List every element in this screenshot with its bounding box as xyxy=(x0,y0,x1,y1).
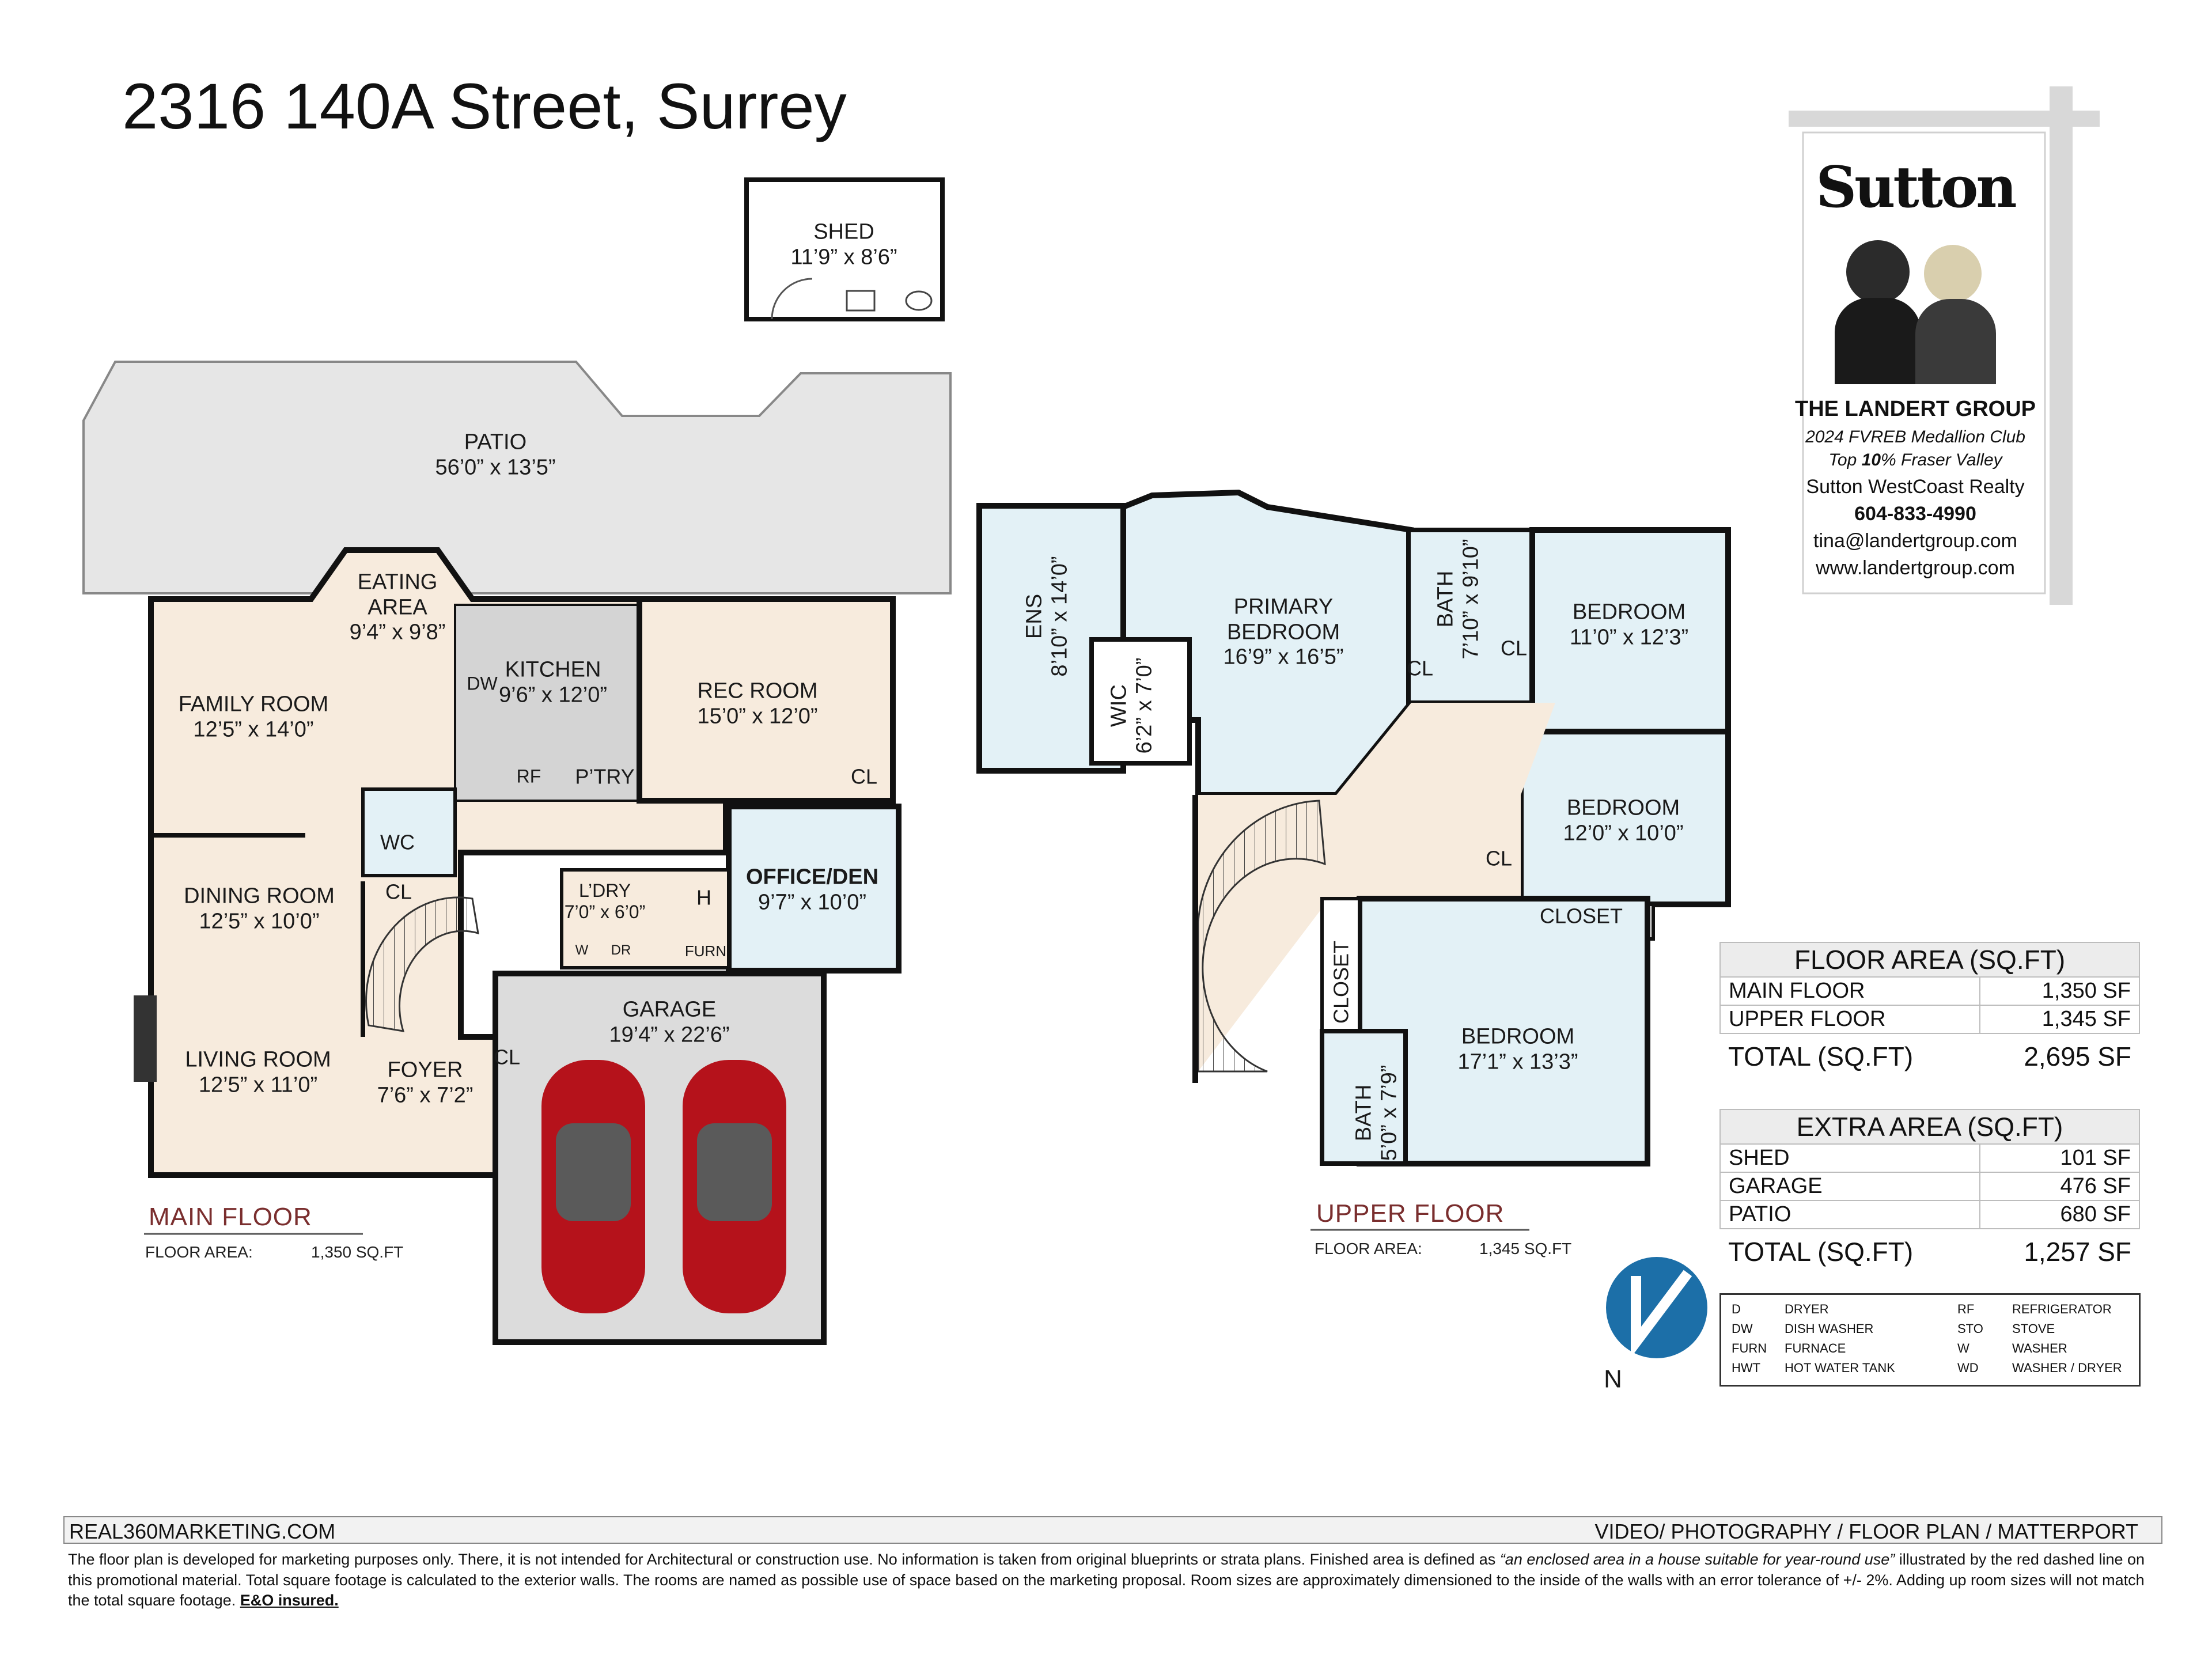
legend-abbr: D xyxy=(1732,1302,1741,1316)
legend-abbr: HWT xyxy=(1732,1361,1761,1375)
main-floor-area-value: 1,350 SQ.FT xyxy=(311,1243,404,1261)
upper-floor-area-label: FLOOR AREA: xyxy=(1315,1240,1422,1257)
footer-bar: REAL360MARKETING.COM VIDEO/ PHOTOGRAPHY … xyxy=(63,1516,2162,1544)
legend-text: FURNACE xyxy=(1785,1341,1846,1355)
label-closet-cl: CL xyxy=(493,1045,521,1069)
legend-text: STOVE xyxy=(2012,1321,2055,1336)
label-rf: RF xyxy=(516,766,541,787)
email-link[interactable]: tina@landertgroup.com xyxy=(1813,530,2017,552)
floor-area-total: TOTAL (SQ.FT)2,695 SF xyxy=(1728,1041,2131,1071)
main-floor-rooms xyxy=(134,547,902,1345)
legend-text: DRYER xyxy=(1785,1302,1829,1316)
abbreviation-legend: D DRYER RF REFRIGERATOR DW DISH WASHER S… xyxy=(1719,1293,2141,1387)
extra-area-total: TOTAL (SQ.FT)1,257 SF xyxy=(1728,1237,2131,1267)
label-closet-cl: CL xyxy=(385,880,412,904)
garage-cars xyxy=(541,1060,786,1313)
label-pantry: P’TRY xyxy=(575,764,635,789)
patio-area xyxy=(82,361,952,594)
shed-outline xyxy=(744,177,945,321)
main-floor-label: MAIN FLOOR xyxy=(149,1203,312,1231)
brokerage-name: Sutton WestCoast Realty xyxy=(1806,476,2025,498)
label-closet: CLOSET xyxy=(1329,940,1353,1024)
disclaimer-text: The floor plan is developed for marketin… xyxy=(68,1551,2145,1609)
legend-text: WASHER / DRYER xyxy=(2012,1361,2122,1375)
award-line: 2024 FVREB Medallion Club xyxy=(1805,427,2025,446)
legend-abbr: DW xyxy=(1732,1321,1753,1336)
upper-floor-label: UPPER FLOOR xyxy=(1316,1199,1505,1228)
label-hot-water: H xyxy=(696,885,711,910)
legend-abbr: W xyxy=(1957,1341,1969,1355)
brand-logo: Sutton xyxy=(1816,154,2017,221)
label-wc: WC xyxy=(380,830,415,854)
label-closet-cl: CL xyxy=(850,764,878,789)
legend-abbr: FURN xyxy=(1732,1341,1767,1355)
compass-icon xyxy=(1606,1257,1707,1358)
floor-area-header: FLOOR AREA (SQ.FT) xyxy=(1719,942,2140,978)
realtor-sign: Sutton THE LANDERT GROUP 2024 FVREB Meda… xyxy=(1791,131,2039,592)
legend-abbr: STO xyxy=(1957,1321,1983,1336)
label-closet-cl: CL xyxy=(1485,846,1513,870)
legend-text: WASHER xyxy=(2012,1341,2067,1355)
compass-north-label: N xyxy=(1604,1365,1622,1393)
label-closet-cl: CL xyxy=(1500,636,1528,660)
legend-text: REFRIGERATOR xyxy=(2012,1302,2112,1316)
website-link[interactable]: www.landertgroup.com xyxy=(1816,557,2015,579)
label-closet-cl: CL xyxy=(1406,656,1434,680)
label-furnace: FURN xyxy=(684,942,727,960)
legend-abbr: RF xyxy=(1957,1302,1975,1316)
label-washer: W xyxy=(575,942,589,959)
ranking-line: Top 10% Fraser Valley xyxy=(1828,450,2002,469)
agents-photo xyxy=(1823,229,2008,384)
phone-number[interactable]: 604-833-4990 xyxy=(1854,503,1976,525)
legend-text: DISH WASHER xyxy=(1785,1321,1874,1336)
legend-abbr: WD xyxy=(1957,1361,1979,1375)
extra-area-header: EXTRA AREA (SQ.FT) xyxy=(1719,1109,2140,1145)
label-closet: CLOSET xyxy=(1539,904,1623,928)
upper-floor-area-value: 1,345 SQ.FT xyxy=(1479,1240,1572,1257)
footer-services: VIDEO/ PHOTOGRAPHY / FLOOR PLAN / MATTER… xyxy=(1594,1520,2138,1543)
group-name: THE LANDERT GROUP xyxy=(1795,397,2036,421)
main-floor-area-label: FLOOR AREA: xyxy=(145,1243,253,1261)
property-address-title: 2316 140A Street, Surrey xyxy=(122,70,847,142)
label-dryer: DR xyxy=(611,942,631,959)
label-dw: DW xyxy=(467,673,498,694)
upper-floor-rooms xyxy=(976,489,1731,1166)
footer-website[interactable]: REAL360MARKETING.COM xyxy=(69,1520,336,1543)
legend-text: HOT WATER TANK xyxy=(1785,1361,1895,1375)
